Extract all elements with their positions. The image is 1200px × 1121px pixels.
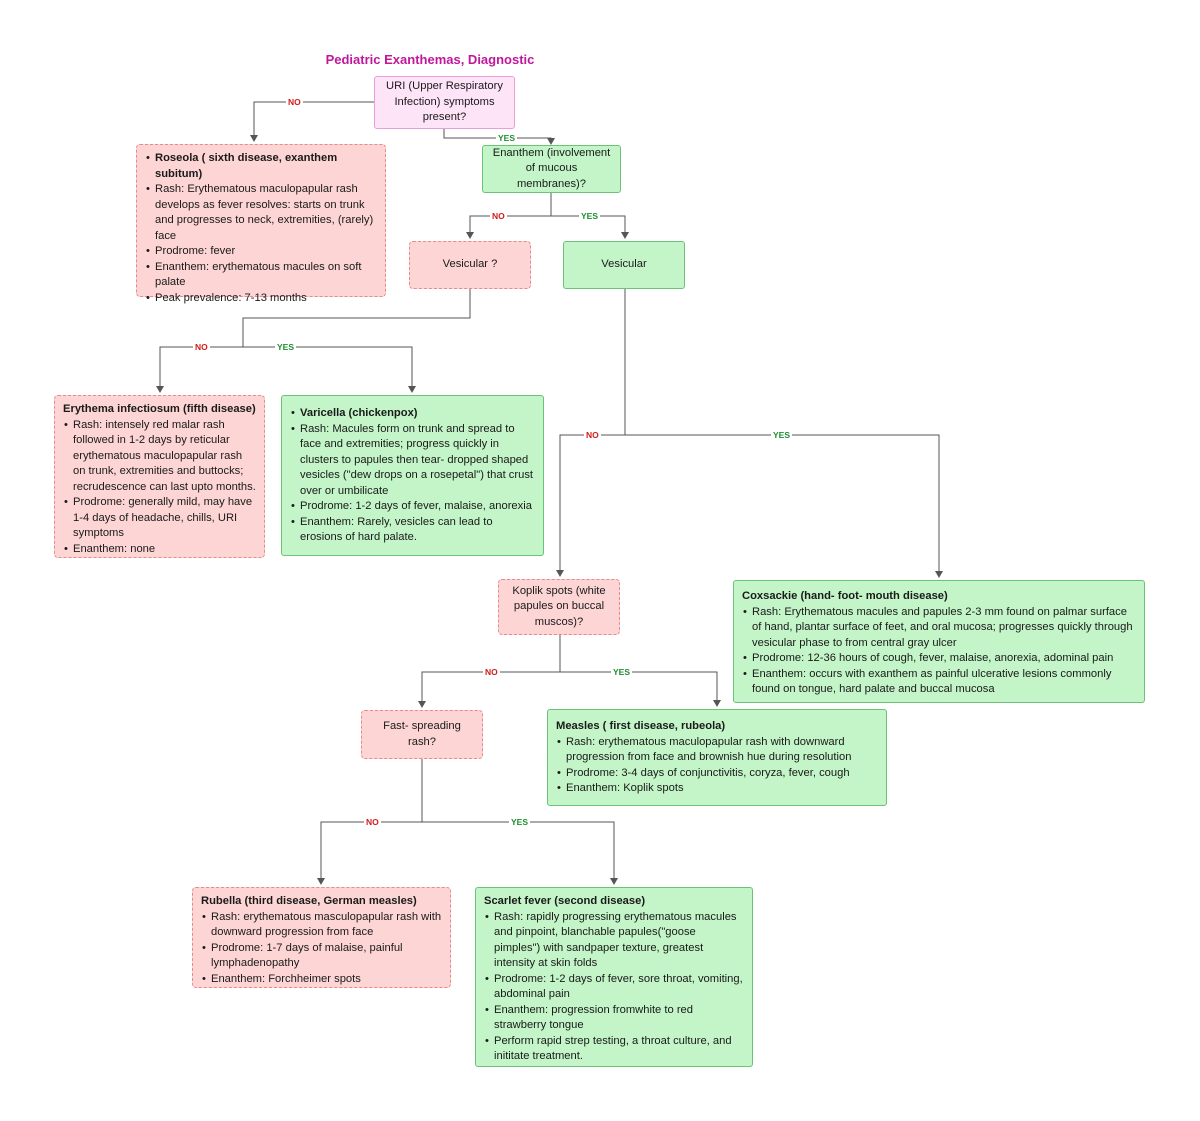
edge-label-no: NO — [364, 817, 381, 827]
edge-label-no: NO — [193, 342, 210, 352]
edge-ves-coxsackie — [625, 434, 943, 578]
node-erythema-infectiosum: Erythema infectiosum (fifth disease) Ras… — [54, 395, 265, 558]
node-roseola-item: Peak prevalence: 7-13 months — [146, 291, 377, 307]
node-rubella-item: Rash: erythematous masculopapular rash w… — [202, 910, 442, 941]
node-coxsackie-item: Prodrome: 12-36 hours of cough, fever, m… — [743, 651, 1136, 667]
edge-fast-rubella — [317, 821, 422, 885]
node-varicella-item: Rash: Macules form on trunk and spread t… — [291, 422, 535, 500]
node-uri-question: URI (Upper Respiratory Infection) sympto… — [374, 76, 515, 129]
edge-label-yes: YES — [611, 667, 633, 677]
edge-label-no: NO — [483, 667, 500, 677]
node-roseola-item: Enanthem: erythematous macules on soft p… — [146, 260, 377, 291]
node-vesicular-question: Vesicular ? — [409, 241, 531, 289]
edge-label-no: NO — [286, 97, 303, 107]
edge-label-no: NO — [584, 430, 601, 440]
edge-vesq-varicella — [243, 346, 416, 393]
node-rubella-title: Rubella (third disease, German measles) — [201, 895, 417, 907]
node-varicella-item: Prodrome: 1-2 days of fever, malaise, an… — [291, 499, 535, 515]
edge-enanthem-vesicular-q — [466, 215, 551, 239]
node-erythema-item: Prodrome: generally mild, may have 1-4 d… — [64, 495, 256, 542]
node-scarlet-item: Perform rapid strep testing, a throat cu… — [485, 1034, 744, 1065]
node-scarlet-item: Enanthem: progression fromwhite to red s… — [485, 1003, 744, 1034]
node-rubella-item: Enanthem: Forchheimer spots — [202, 972, 442, 988]
node-coxsackie-title: Coxsackie (hand- foot- mouth disease) — [742, 590, 948, 602]
edge-koplik-fast — [418, 671, 560, 708]
edge-label-yes: YES — [496, 133, 518, 143]
node-measles: Measles ( first disease, rubeola) Rash: … — [547, 709, 887, 806]
node-measles-item: Prodrome: 3-4 days of conjunctivitis, co… — [557, 766, 878, 782]
node-koplik-question: Koplik spots (white papules on buccal mu… — [498, 579, 620, 635]
edge-label-yes: YES — [275, 342, 297, 352]
node-roseola-item: Rash: Erythematous maculopapular rash de… — [146, 182, 377, 244]
node-vesicular: Vesicular — [563, 241, 685, 289]
node-vesicular-question-text: Vesicular ? — [442, 258, 498, 271]
node-fast-rash-text: Fast- spreading rash? — [383, 720, 461, 748]
edge-label-yes: YES — [771, 430, 793, 440]
node-roseola-item: Prodrome: fever — [146, 244, 377, 260]
node-scarlet-item: Rash: rapidly progressing erythematous m… — [485, 910, 744, 972]
node-scarlet-fever: Scarlet fever (second disease) Rash: rap… — [475, 887, 753, 1067]
node-coxsackie-item: Enanthem: occurs with exanthem as painfu… — [743, 667, 1136, 698]
node-measles-item: Rash: erythematous maculopapular rash wi… — [557, 735, 878, 766]
edge-ves-koplik — [556, 434, 625, 577]
node-uri-text: URI (Upper Respiratory Infection) sympto… — [386, 80, 503, 124]
node-coxsackie-item: Rash: Erythematous macules and papules 2… — [743, 605, 1136, 652]
node-erythema-item: Enanthem: none — [64, 542, 256, 558]
page-title: Pediatric Exanthemas, Diagnostic — [325, 52, 535, 67]
node-scarlet-item: Prodrome: 1-2 days of fever, sore throat… — [485, 972, 744, 1003]
edge-uri-roseola — [250, 101, 374, 142]
node-enanthem-text: Enanthem (involvement of mucous membrane… — [492, 146, 611, 190]
edge-label-yes: YES — [579, 211, 601, 221]
node-coxsackie: Coxsackie (hand- foot- mouth disease) Ra… — [733, 580, 1145, 703]
edge-label-yes: YES — [509, 817, 531, 827]
node-varicella: Varicella (chickenpox) Rash: Macules for… — [281, 395, 544, 556]
node-scarlet-title: Scarlet fever (second disease) — [484, 895, 646, 907]
node-rubella: Rubella (third disease, German measles) … — [192, 887, 451, 988]
node-erythema-title: Erythema infectiosum (fifth disease) — [63, 403, 256, 415]
node-measles-item: Enanthem: Koplik spots — [557, 781, 878, 797]
edge-label-no: NO — [490, 211, 507, 221]
node-erythema-item: Rash: intensely red malar rash followed … — [64, 418, 256, 496]
node-roseola-title: Roseola ( sixth disease, exanthem subitu… — [155, 152, 338, 180]
edge-vesq-erythema — [156, 346, 243, 393]
node-fast-rash-question: Fast- spreading rash? — [361, 710, 483, 759]
node-koplik-text: Koplik spots (white papules on buccal mu… — [512, 584, 606, 628]
node-vesicular-text: Vesicular — [601, 258, 647, 271]
edge-fast-scarlet — [422, 821, 618, 885]
node-varicella-item: Enanthem: Rarely, vesicles can lead to e… — [291, 515, 535, 546]
edge-koplik-measles — [560, 671, 721, 707]
node-roseola: Roseola ( sixth disease, exanthem subitu… — [136, 144, 386, 306]
node-varicella-title: Varicella (chickenpox) — [300, 407, 418, 419]
node-measles-title: Measles ( first disease, rubeola) — [556, 720, 726, 732]
node-enanthem-question: Enanthem (involvement of mucous membrane… — [482, 145, 621, 193]
node-rubella-item: Prodrome: 1-7 days of malaise, painful l… — [202, 941, 442, 972]
